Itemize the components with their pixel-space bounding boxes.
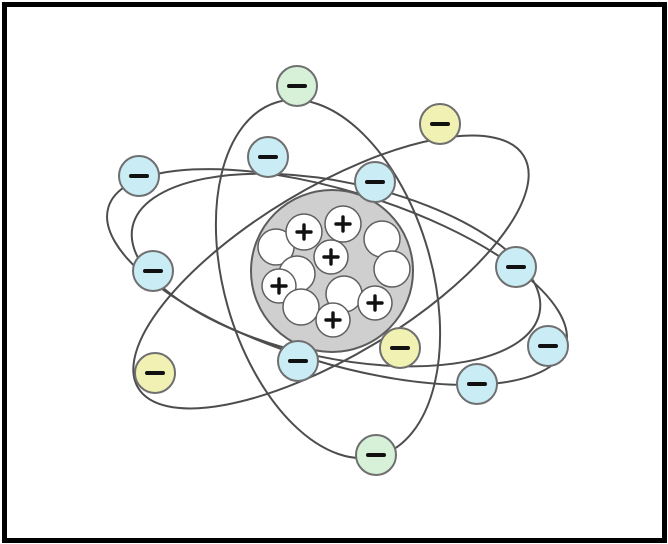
electron: [496, 247, 536, 287]
neutron: [283, 289, 319, 325]
electron: [119, 156, 159, 196]
electron: [355, 162, 395, 202]
electron: [248, 137, 288, 177]
electron: [278, 341, 318, 381]
neutron: [374, 251, 410, 287]
electron: [420, 104, 460, 144]
electron: [356, 435, 396, 475]
nucleus: [251, 190, 413, 352]
electron: [133, 251, 173, 291]
electron: [457, 364, 497, 404]
electron: [277, 66, 317, 106]
electron: [380, 328, 420, 368]
electron: [135, 353, 175, 393]
electron: [528, 326, 568, 366]
